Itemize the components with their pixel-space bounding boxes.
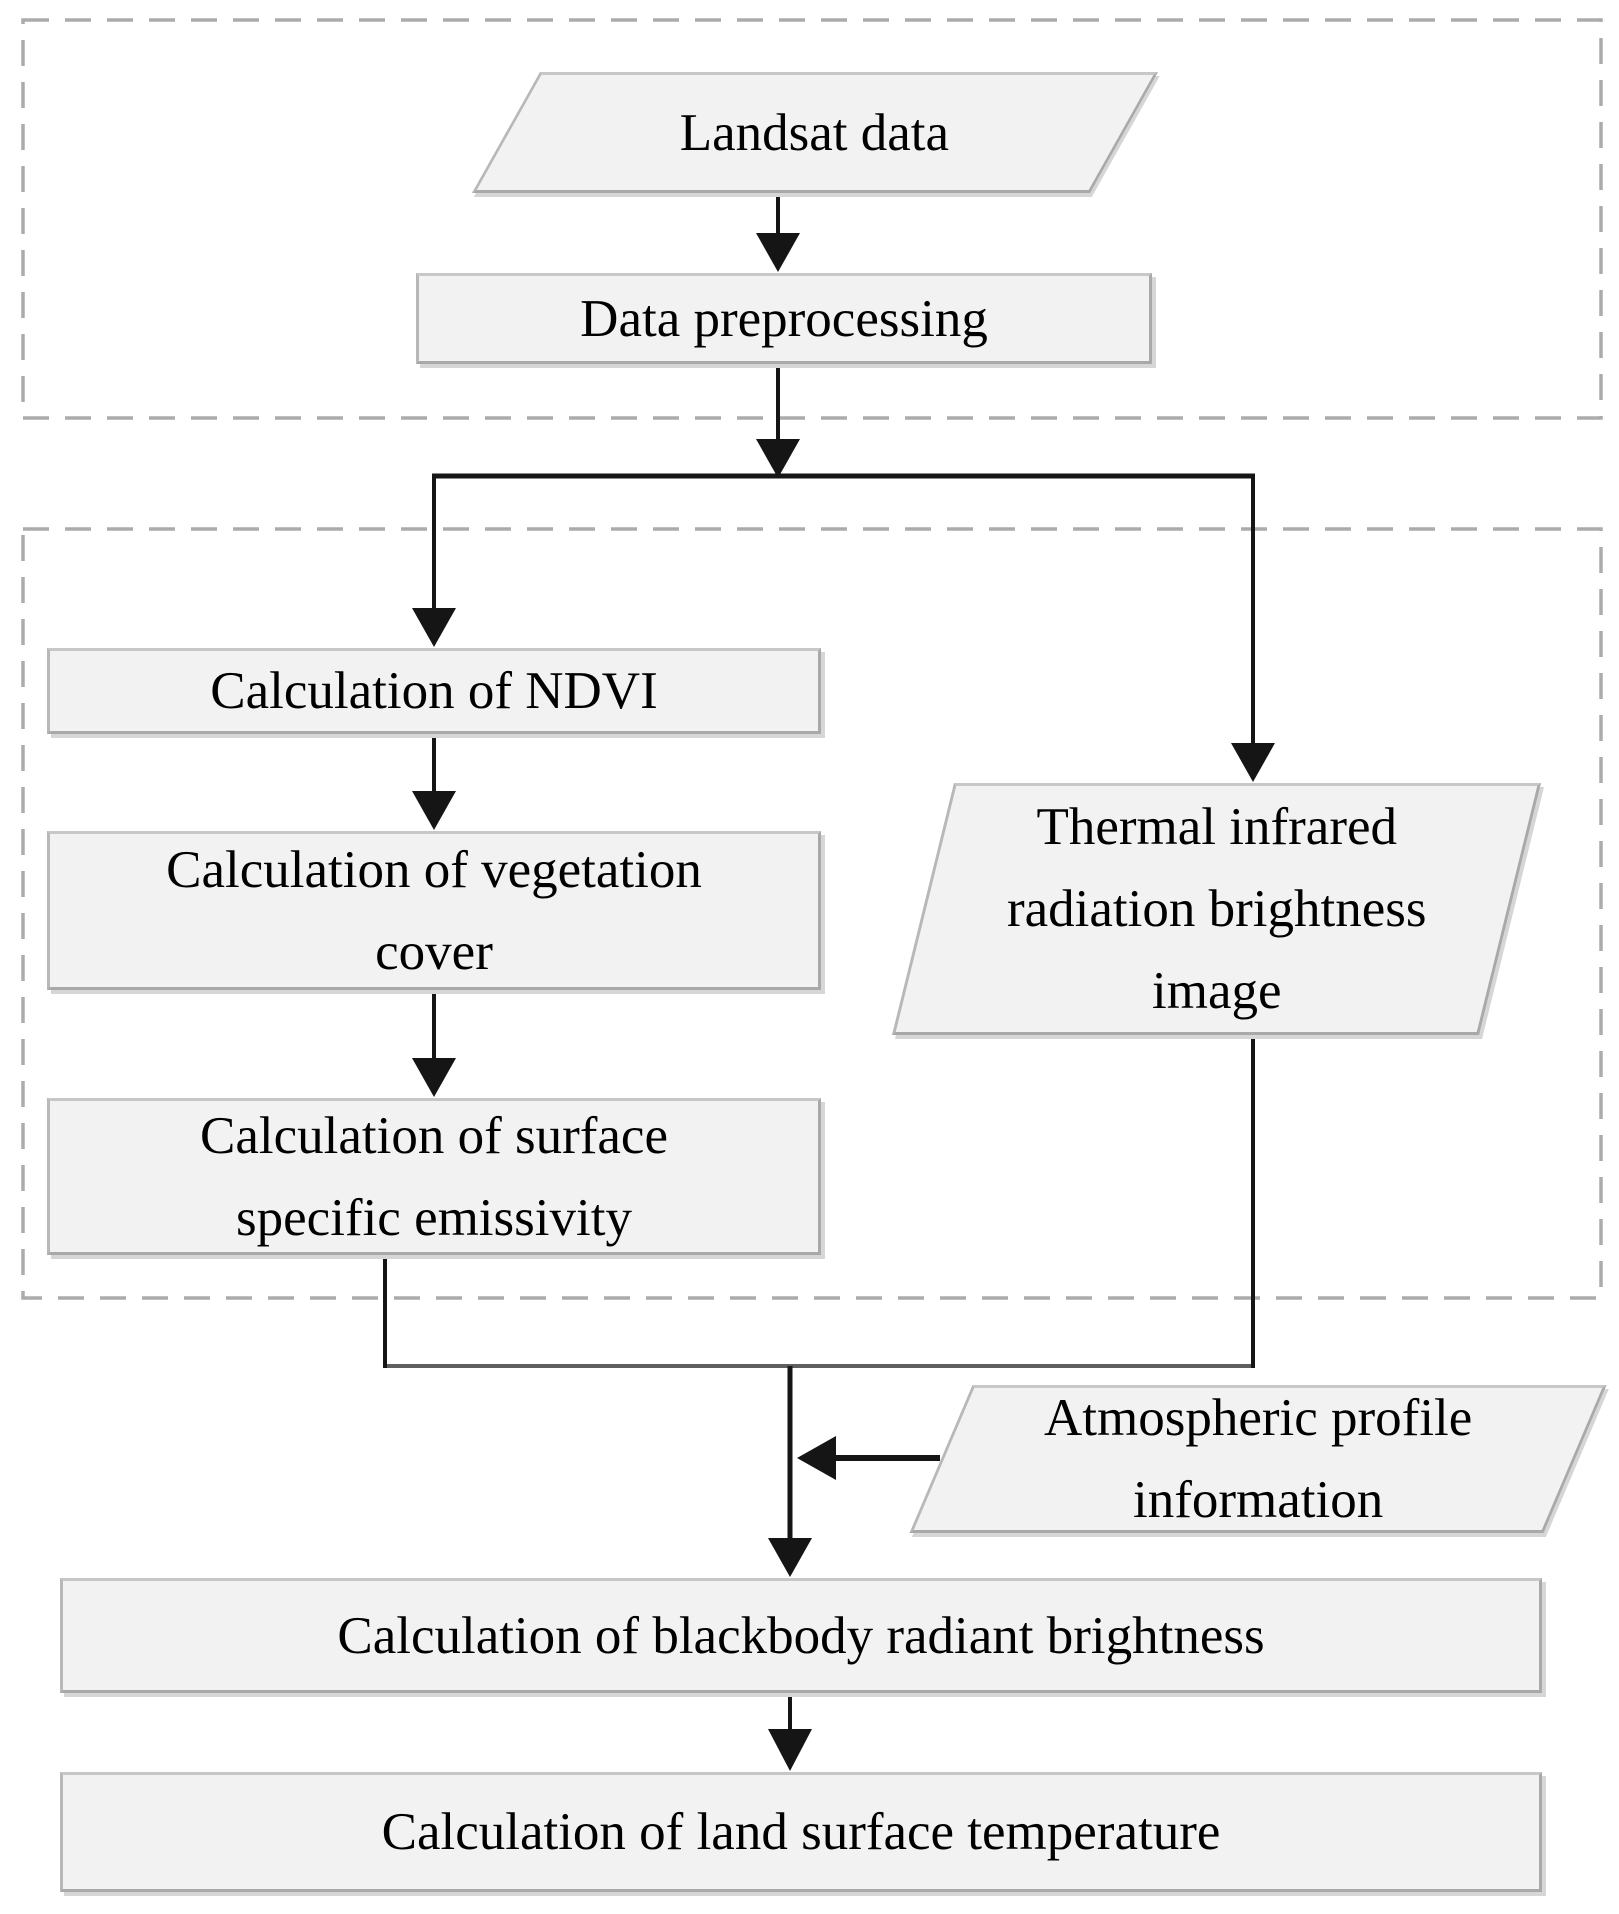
node-calculation-of-land-surface-temperature: Calculation of land surface temperature <box>60 1772 1542 1892</box>
node-landsat-data-label: Landsat data <box>680 103 950 162</box>
node-atmospheric-profile-information: Atmospheric profile information <box>909 1385 1607 1533</box>
node-landsat-data: Landsat data <box>471 72 1159 193</box>
node-calculation-of-blackbody-radiant-brightness-label: Calculation of blackbody radiant brightn… <box>337 1606 1265 1665</box>
node-atmospheric-profile-information-label: Atmospheric profile information <box>1043 1389 1473 1529</box>
node-thermal-infrared-radiation-brightness-image: Thermal infrared radiation brightness im… <box>892 783 1541 1035</box>
node-data-preprocessing-label: Data preprocessing <box>580 289 988 348</box>
node-calculation-of-blackbody-radiant-brightness: Calculation of blackbody radiant brightn… <box>60 1578 1542 1693</box>
arrow-preprocessing-to-split-head <box>756 439 800 478</box>
dashed-group-top <box>21 18 1603 420</box>
node-calculation-of-surface-specific-emissivity-label: Calculation of surface specific emissivi… <box>200 1106 668 1247</box>
arrow-landsat-to-preprocessing-head <box>756 233 800 272</box>
arrow-vegetation-to-emissivity-head <box>412 1058 456 1097</box>
arrow-merge-to-blackbody-head <box>768 1538 812 1577</box>
arrow-split-to-ndvi-head <box>412 608 456 647</box>
node-calculation-of-ndvi: Calculation of NDVI <box>47 648 821 734</box>
node-calculation-of-vegetation-cover-label: Calculation of vegetation cover <box>166 840 702 981</box>
node-calculation-of-land-surface-temperature-label: Calculation of land surface temperature <box>381 1803 1221 1861</box>
arrow-blackbody-to-land-head <box>768 1729 812 1771</box>
node-thermal-infrared-radiation-brightness-image-label: Thermal infrared radiation brightness im… <box>1006 798 1427 1020</box>
node-data-preprocessing: Data preprocessing <box>416 273 1152 364</box>
arrow-ndvi-to-vegetation-head <box>412 791 456 830</box>
arrow-split-to-thermal-head <box>1231 743 1275 782</box>
node-calculation-of-surface-specific-emissivity: Calculation of surface specific emissivi… <box>47 1098 821 1255</box>
arrow-atmospheric-to-spine-head <box>797 1436 836 1480</box>
node-calculation-of-vegetation-cover: Calculation of vegetation cover <box>47 831 821 990</box>
node-calculation-of-ndvi-label: Calculation of NDVI <box>210 662 658 720</box>
dashed-group-middle <box>21 527 1603 1300</box>
